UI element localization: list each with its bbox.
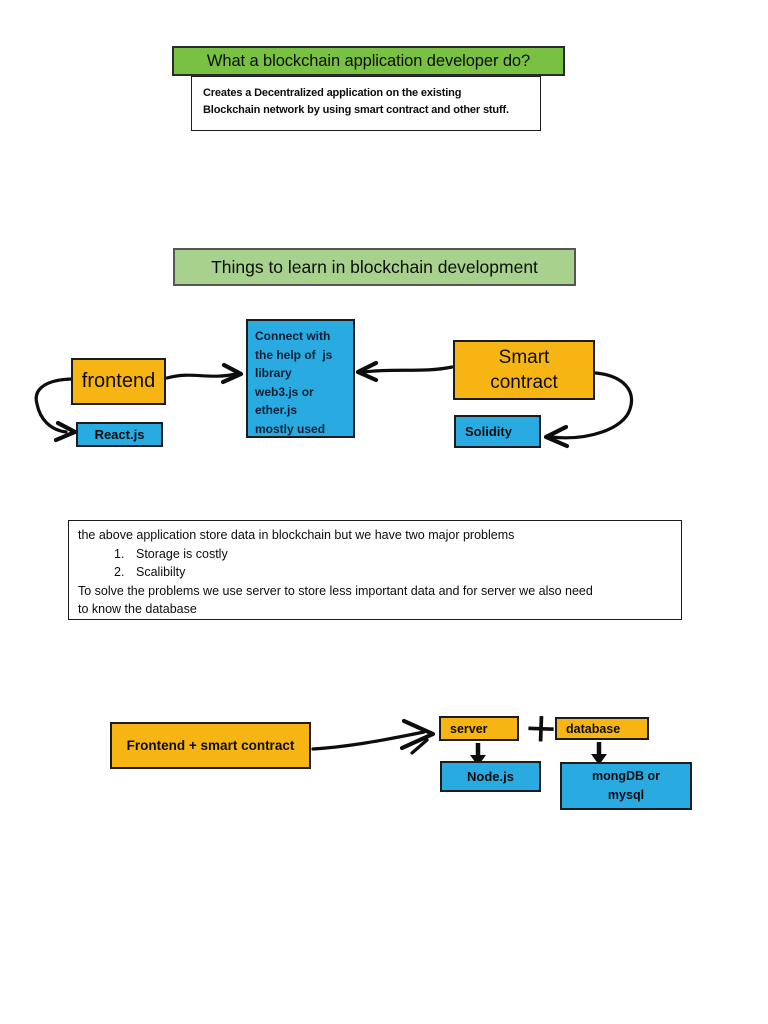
arrow-frontend-to-react: [34, 377, 78, 443]
problem-item-2: 2. Scalibilty: [114, 563, 673, 582]
smart-contract-box: Smart contract: [453, 340, 595, 400]
header-developer-question: What a blockchain application developer …: [172, 46, 565, 76]
arrow-head: [399, 718, 436, 751]
frontend-box: frontend: [71, 358, 166, 405]
arrow-smart-to-connect: [355, 360, 454, 383]
mongodb-mysql-box: mongDB or mysql: [560, 762, 692, 810]
arrow-head: [543, 424, 570, 449]
problems-note-box: the above application store data in bloc…: [68, 520, 682, 620]
frontend-smart-contract-box: Frontend + smart contract: [110, 722, 311, 769]
problems-outro: To solve the problems we use server to s…: [78, 583, 593, 617]
arrow-line: [311, 730, 426, 751]
arrow-line: [34, 377, 73, 434]
header-things-to-learn: Things to learn in blockchain developmen…: [173, 248, 576, 286]
connect-library-box: Connect with the help of js library web3…: [246, 319, 355, 438]
arrow-line: [165, 372, 238, 380]
server-box: server: [439, 716, 519, 741]
developer-description-box: Creates a Decentralized application on t…: [191, 76, 541, 131]
react-box: React.js: [76, 422, 163, 447]
nodejs-box: Node.js: [440, 761, 541, 792]
problem-item-number: 2.: [114, 565, 125, 579]
problem-item-text: Storage is costly: [136, 546, 228, 561]
arrow-fsc-to-server: [311, 718, 436, 755]
problems-intro: the above application store data in bloc…: [78, 528, 515, 542]
problem-item-text: Scalibilty: [136, 565, 186, 579]
database-box: database: [555, 717, 649, 740]
problem-item-1: 1. Storage is costly: [114, 545, 673, 564]
arrow-frontend-to-connect: [165, 362, 244, 385]
arrow-head: [355, 360, 379, 383]
solidity-box: Solidity: [454, 415, 541, 448]
problem-item-number: 1.: [114, 546, 125, 561]
arrow-line: [362, 365, 454, 374]
arrow-head-extra: [410, 738, 429, 755]
arrow-head: [53, 420, 78, 443]
arrow-head: [220, 362, 244, 385]
